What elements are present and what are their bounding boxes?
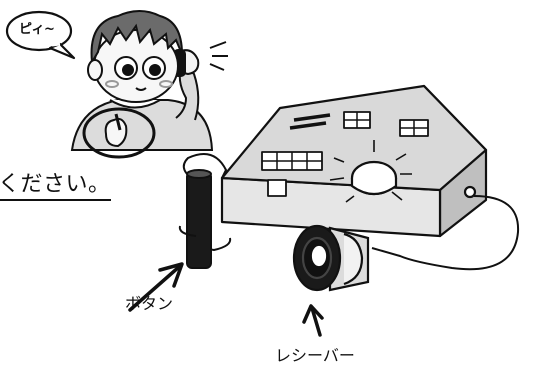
audiometer-device-icon: [220, 84, 488, 238]
receiver-label: レシーバー: [275, 346, 355, 365]
response-button-icon: [178, 169, 212, 269]
receiver-icon: [292, 224, 370, 292]
speech-bubble-text: ピィ~: [19, 22, 55, 37]
button-label: ボタン: [125, 294, 174, 313]
speech-bubble-icon: [5, 10, 76, 60]
instruction-text: ください。: [0, 171, 111, 201]
arrow-up-icon: [128, 262, 324, 337]
child-with-headphone-icon: [70, 10, 228, 159]
